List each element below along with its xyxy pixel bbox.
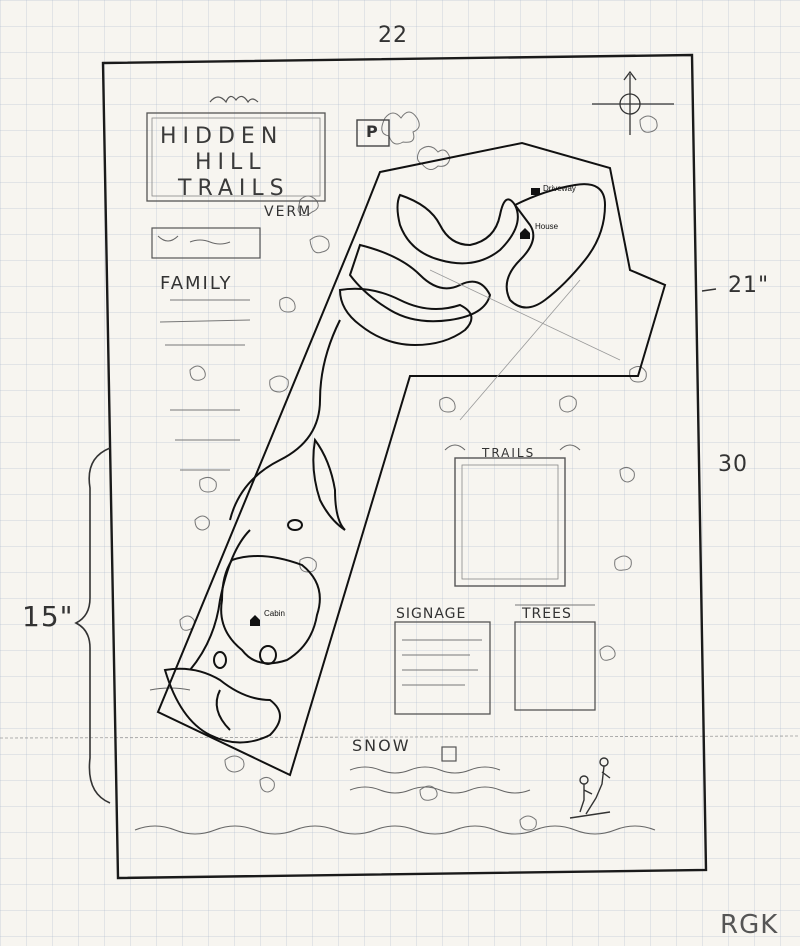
signage-text-lines	[402, 639, 482, 686]
trees-box	[514, 621, 596, 711]
title-ornament	[209, 95, 259, 104]
trail-connector	[215, 689, 231, 731]
family-text-lines	[159, 299, 251, 471]
trail-loop-bottom	[163, 667, 281, 744]
driveway-label: Driveway	[543, 184, 576, 193]
initials: RGK	[720, 910, 779, 940]
family-thumbnail-sketch	[157, 235, 179, 242]
map-pencil-lines	[429, 269, 621, 421]
total-height-dimension-label: 30	[718, 452, 748, 477]
trees-label: TREES	[522, 606, 572, 622]
lower-height-dimension-label: 15"	[22, 600, 74, 633]
trail-spur	[312, 437, 346, 531]
title-box	[146, 112, 326, 202]
width-dimension-label: 22	[378, 23, 408, 48]
compass-icon	[592, 70, 674, 135]
pond-small-3	[213, 651, 227, 669]
family-thumbnail-wave	[189, 239, 231, 245]
trails-ornament	[444, 444, 581, 451]
snow-marker	[441, 746, 457, 762]
upper-height-dimension-label: 21"	[728, 273, 770, 298]
title-line-3: TRAILS	[178, 176, 290, 201]
house-label: House	[535, 222, 559, 231]
poster-frame	[101, 53, 708, 880]
trail-loop-middle	[348, 243, 492, 323]
driveway-marker	[531, 188, 540, 195]
title-line-2: HILL	[195, 150, 267, 175]
family-label: FAMILY	[160, 273, 233, 294]
family-thumbnail	[151, 227, 261, 259]
trail-loop-house	[505, 183, 607, 309]
signage-box	[394, 621, 491, 715]
parking-box	[356, 119, 390, 147]
title-line-1: HIDDEN	[160, 124, 284, 149]
height-bracket	[74, 447, 111, 804]
fold-line	[0, 735, 800, 739]
pond-small-1	[287, 519, 303, 531]
trail-long-lower	[189, 529, 251, 671]
trail-loop-cabin	[220, 555, 321, 665]
trail-map	[156, 141, 667, 777]
trails-box	[454, 457, 566, 587]
cabin-icon	[250, 615, 260, 626]
signage-label: SIGNAGE	[396, 606, 467, 622]
trails-box-inner	[461, 464, 559, 580]
house-icon	[520, 228, 530, 239]
bush-scribbles	[179, 111, 658, 831]
parking-label: P	[366, 122, 379, 141]
verm-label: VERM	[264, 204, 313, 220]
skiers-sketch	[569, 757, 611, 819]
trail-long	[229, 319, 341, 521]
dimension-tick	[701, 288, 717, 292]
cabin-label: Cabin	[264, 609, 285, 618]
title-box-inner	[151, 117, 321, 197]
map-outline	[156, 141, 667, 777]
trails-label: TRAILS	[482, 446, 536, 460]
bottom-wave-lines	[134, 687, 656, 835]
trail-loop-lower	[338, 287, 473, 347]
pond-small-2	[259, 645, 277, 665]
trail-loop-upper	[396, 193, 519, 265]
snow-label: SNOW	[352, 736, 411, 755]
